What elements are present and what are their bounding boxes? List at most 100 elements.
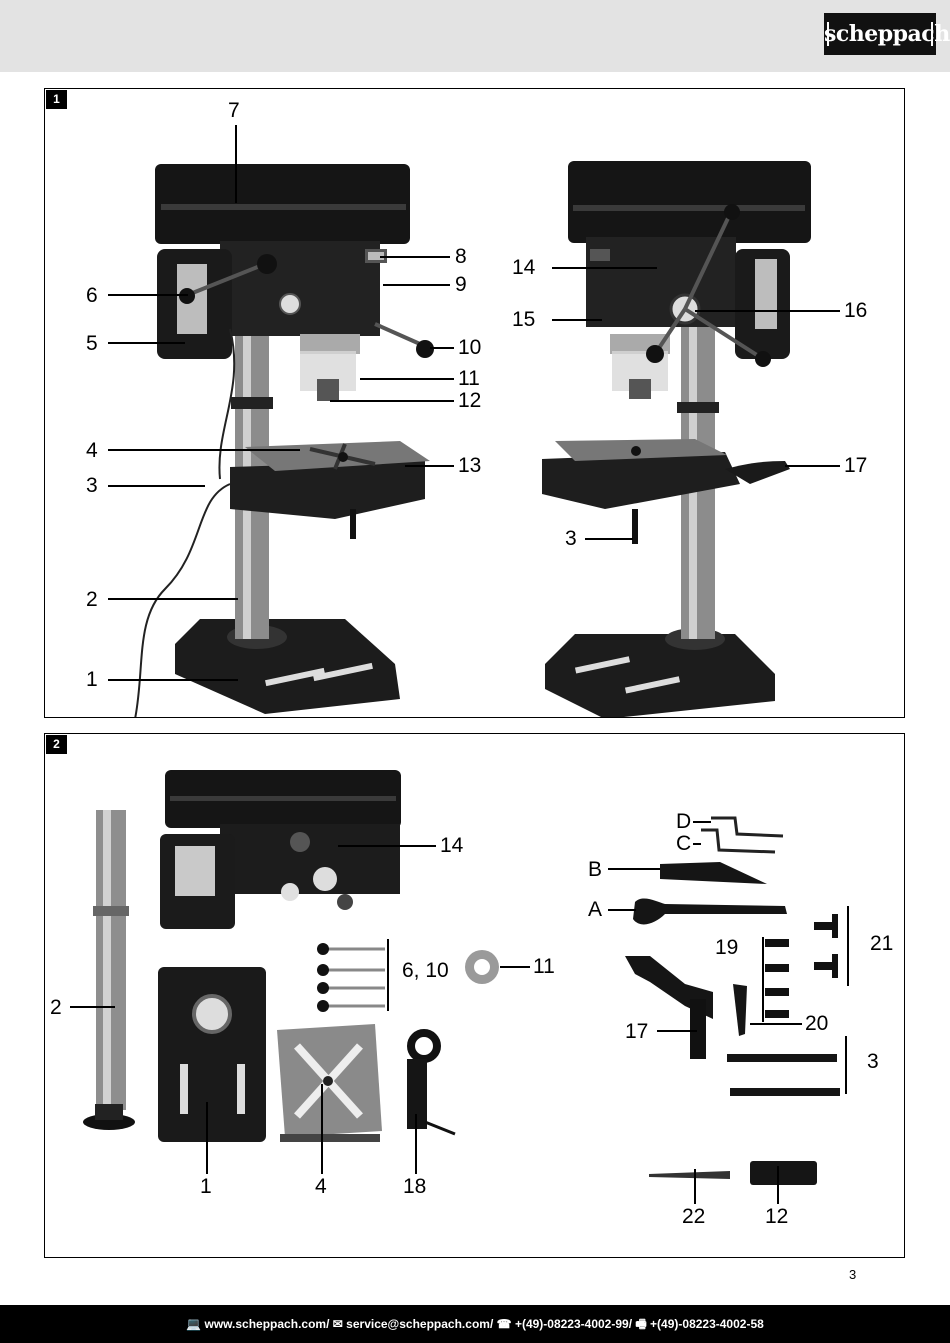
fig2-label-2: 2 [50, 996, 62, 1019]
fig1-label-11: 11 [458, 367, 480, 390]
footer-contact-bar: 💻 www.scheppach.com / ✉ service@scheppac… [0, 1305, 950, 1343]
fig2-label-D: D [676, 810, 692, 833]
fig1-label-7: 7 [228, 99, 240, 122]
brand-logo: scheppach [824, 13, 950, 55]
fig1-label-12: 12 [458, 389, 482, 412]
fig2-bracket-21 [847, 906, 849, 986]
page-number: 3 [849, 1267, 857, 1282]
fig2-label-20: 20 [805, 1012, 829, 1035]
footer-website[interactable]: www.scheppach.com [204, 1317, 327, 1331]
fig2-leader-A [608, 909, 636, 911]
fig2-leader-D [693, 821, 711, 823]
fig2-leader-22 [694, 1169, 696, 1204]
fig2-leader-1 [206, 1102, 208, 1174]
fig2-leader-B [608, 868, 660, 870]
fig1-label-2: 2 [86, 588, 98, 611]
phone-icon: ☎ [496, 1317, 512, 1331]
footer-separator: / [489, 1317, 494, 1331]
fig2-leader-17 [657, 1030, 697, 1032]
figure-2-number: 2 [46, 735, 67, 754]
fig1-leader-17 [785, 465, 840, 467]
drill-head-part [160, 770, 401, 929]
fig2-label-3: 3 [867, 1050, 879, 1073]
fax-icon: 🖷 [635, 1317, 647, 1331]
fig2-label-1: 1 [200, 1175, 212, 1198]
fig1-leader-14 [552, 267, 657, 269]
fig2-label-14: 14 [440, 834, 464, 857]
fig2-label-19: 19 [715, 936, 739, 959]
fig1-leader-5 [108, 342, 185, 344]
fig2-label-4: 4 [315, 1175, 327, 1198]
fig2-label-11: 11 [533, 955, 555, 978]
fig1-label-8: 8 [455, 245, 467, 268]
fig1-leader-9 [383, 284, 450, 286]
fig1-label-16: 16 [844, 299, 868, 322]
footer-separator: / [628, 1317, 633, 1331]
fig1-leader-16 [695, 310, 840, 312]
fig1-leader-11 [360, 378, 454, 380]
fig1-label-9: 9 [455, 273, 467, 296]
fig1-leader-12 [330, 400, 454, 402]
fig1-label-1: 1 [86, 668, 98, 691]
fig1-leader-7 [235, 125, 237, 203]
fig1-leader-3-rear [585, 538, 633, 540]
header-band [0, 0, 950, 72]
base-plate-part [158, 967, 266, 1142]
figure-2: 2 [44, 733, 905, 1258]
drill-press-illustration [134, 161, 811, 717]
computer-icon: 💻 [186, 1317, 202, 1331]
table-bracket-part [407, 1029, 456, 1136]
worktable-part [277, 1024, 382, 1142]
fig2-leader-11 [500, 966, 530, 968]
fig1-leader-1 [108, 679, 238, 681]
footer-email[interactable]: service@scheppach.com [346, 1317, 490, 1331]
fig2-leader-14 [338, 845, 436, 847]
fig2-label-A: A [588, 898, 603, 921]
fig2-label-18: 18 [403, 1175, 427, 1198]
fig1-label-6: 6 [86, 284, 98, 307]
drill-press-front-view [134, 164, 434, 717]
fig2-label-B: B [588, 858, 603, 881]
fig2-leader-12 [777, 1166, 779, 1204]
fig2-bracket-6-10 [387, 939, 389, 1011]
fig1-label-3: 3 [86, 474, 98, 497]
fig2-leader-2 [70, 1006, 115, 1008]
fig2-leader-4 [321, 1084, 323, 1174]
fig2-label-6-10: 6, 10 [402, 959, 449, 982]
fig2-leader-18 [415, 1114, 417, 1174]
fig2-bracket-3 [845, 1036, 847, 1094]
handle-bolts-part [317, 943, 385, 1012]
fig1-label-15: 15 [512, 308, 536, 331]
fig1-label-10: 10 [458, 336, 482, 359]
fig1-leader-13 [405, 465, 454, 467]
footer-phone: +(49)-08223-4002-99 [514, 1317, 629, 1331]
parts-illustration [83, 770, 840, 1185]
fig2-label-17: 17 [625, 1020, 649, 1043]
guard-ring-part [465, 950, 499, 984]
figure-1: 1 [44, 88, 905, 718]
column-part [83, 810, 135, 1130]
fig1-leader-8 [380, 256, 450, 258]
fig1-label-4: 4 [86, 439, 98, 462]
figure-1-number: 1 [46, 90, 67, 109]
fig1-leader-2 [108, 598, 238, 600]
fig1-label-5: 5 [86, 332, 98, 355]
fig1-label-14: 14 [512, 256, 536, 279]
mail-icon: ✉ [332, 1317, 343, 1331]
footer-fax: +(49)-08223-4002-58 [650, 1317, 764, 1331]
footer-separator: / [326, 1317, 330, 1331]
fig1-leader-3 [108, 485, 205, 487]
tools-part [625, 816, 840, 1185]
fig2-label-12: 12 [765, 1205, 789, 1228]
fig2-label-21: 21 [870, 932, 894, 955]
fig1-label-13: 13 [458, 454, 482, 477]
fig2-label-C: C [676, 832, 692, 855]
fig2-leader-C [693, 843, 701, 845]
fig2-leader-20 [750, 1023, 802, 1025]
fig1-leader-4 [108, 449, 300, 451]
fig2-bracket-19 [762, 937, 764, 1022]
fig1-label-3-rear: 3 [565, 527, 577, 550]
fig2-label-22: 22 [682, 1205, 706, 1228]
fig1-leader-15 [552, 319, 602, 321]
fig1-leader-6 [108, 294, 188, 296]
